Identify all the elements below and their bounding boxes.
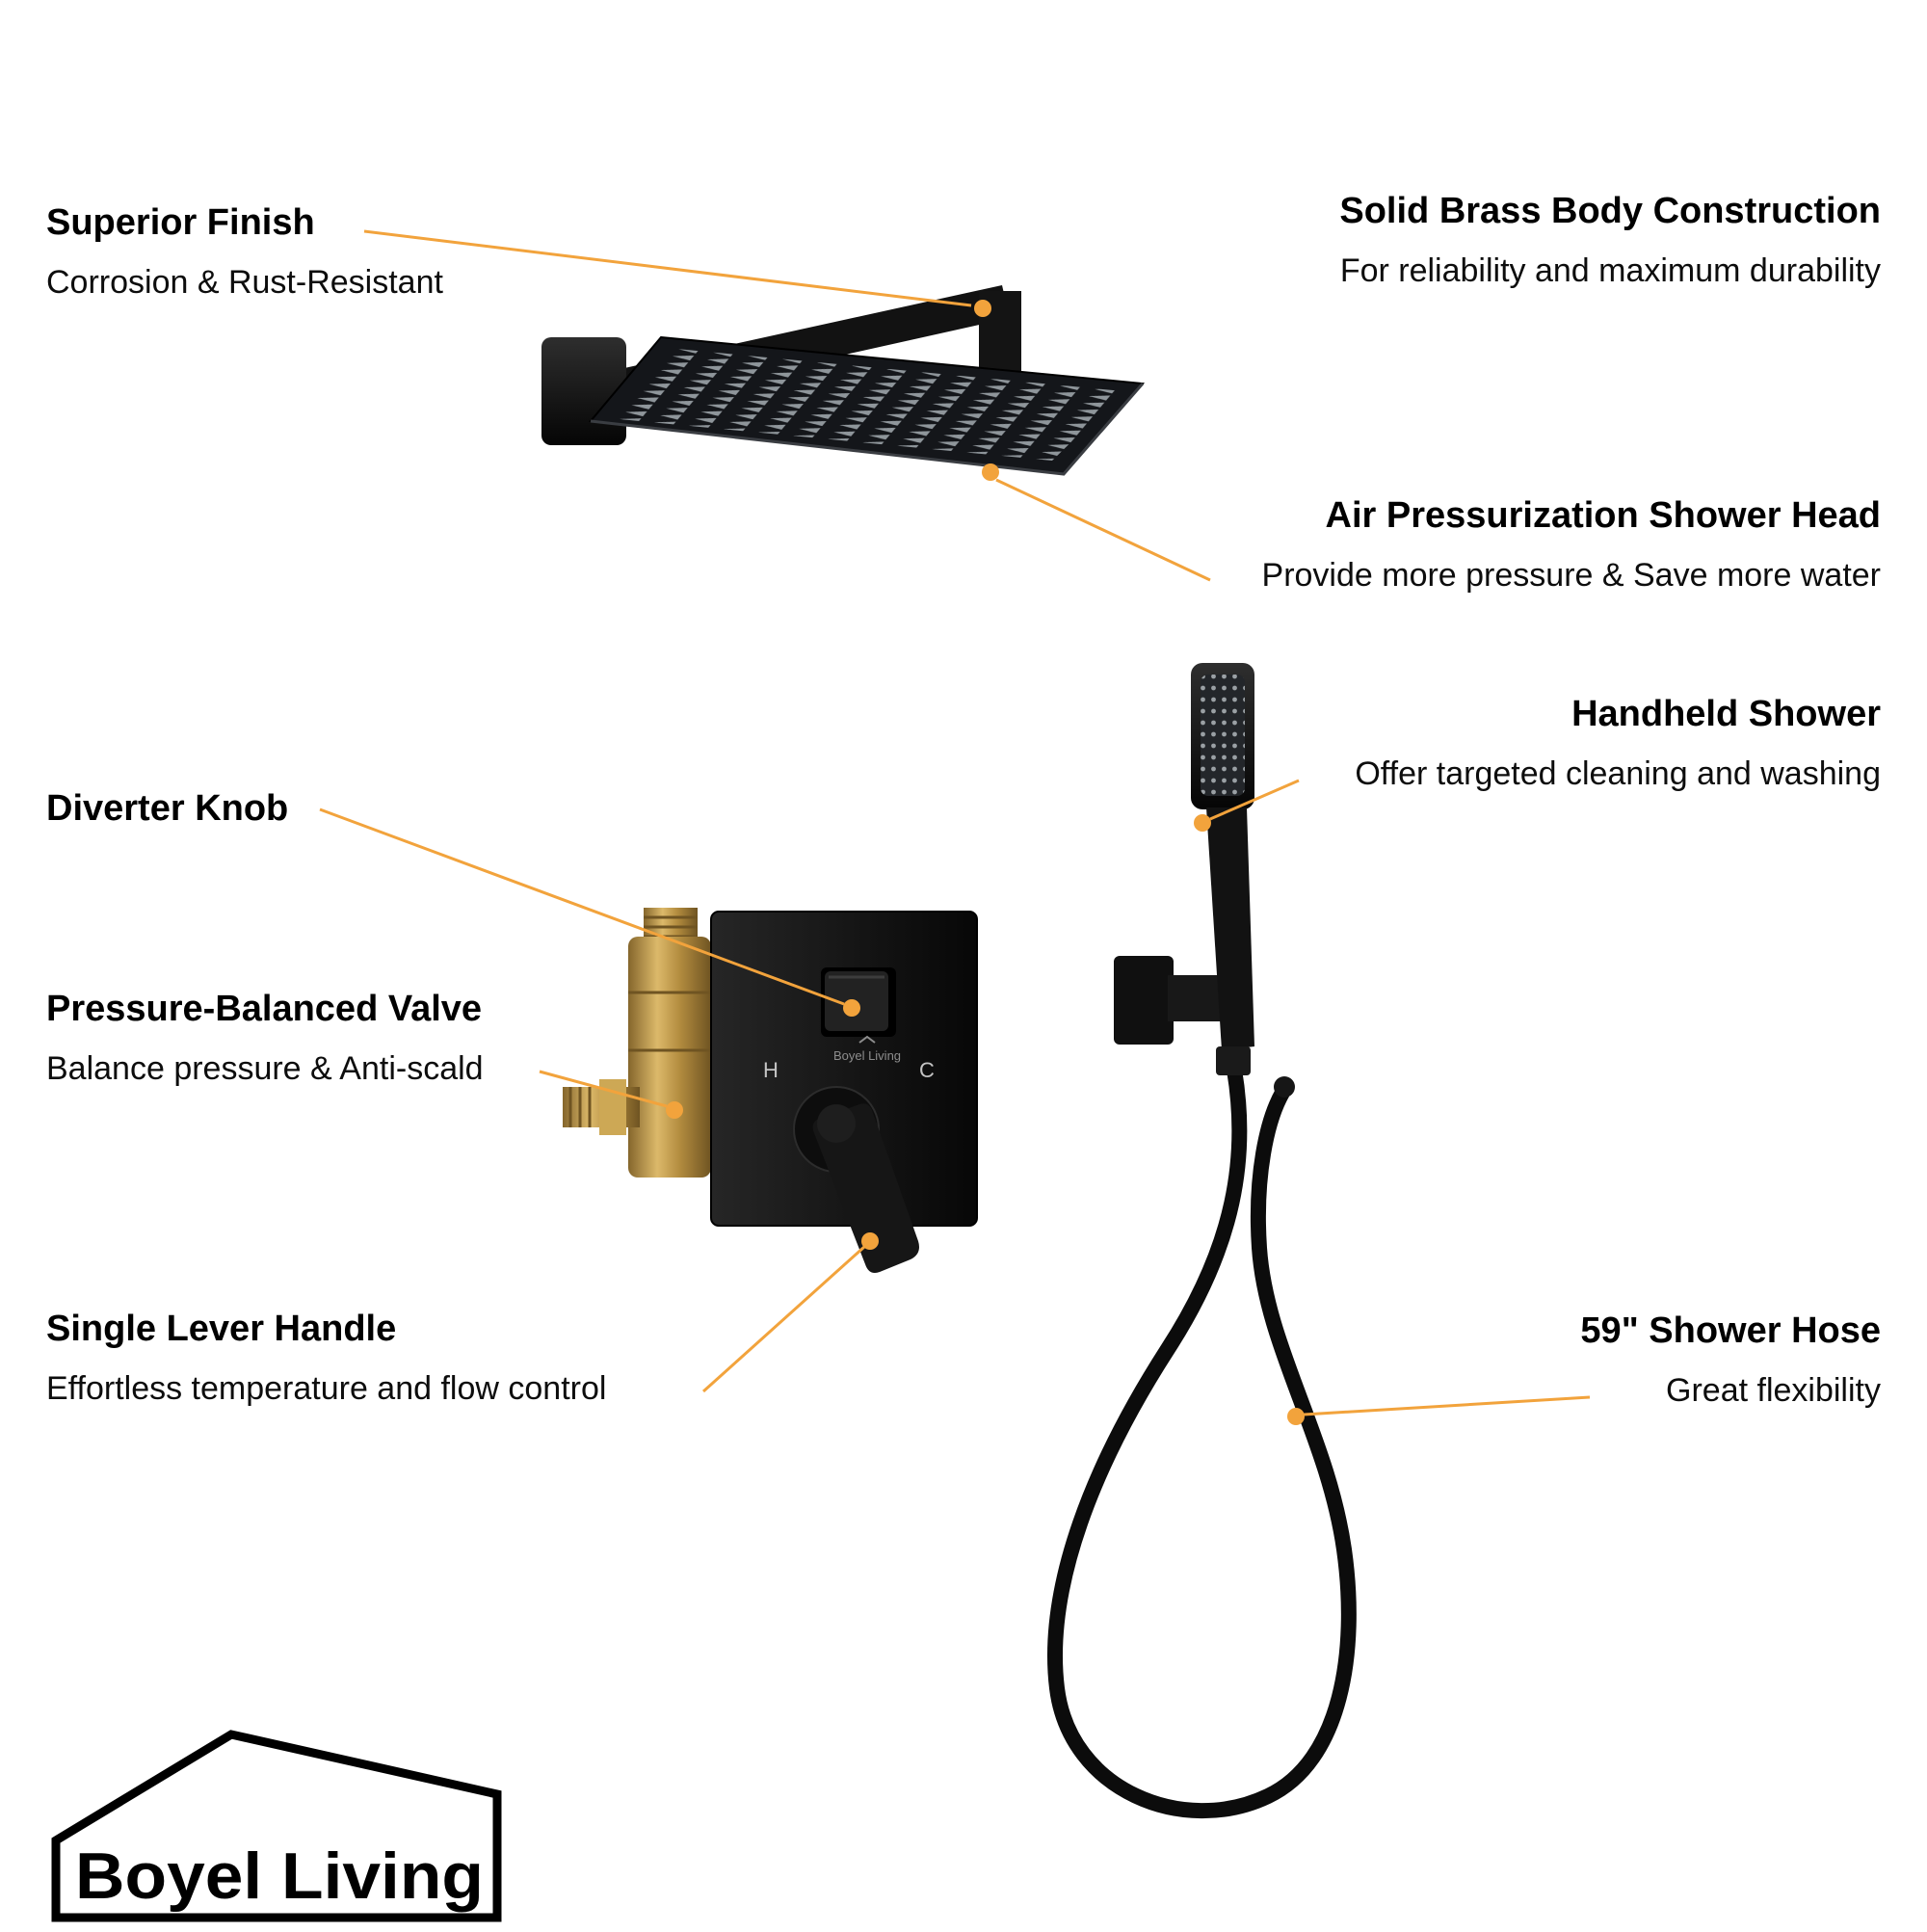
hot-marker: H <box>763 1058 779 1082</box>
callout-line-superior-finish <box>363 229 972 307</box>
callout-line-handheld <box>1209 779 1300 821</box>
callout-diverter-knob: Diverter Knob <box>46 786 288 831</box>
callout-subtitle: Corrosion & Rust-Resistant <box>46 264 443 301</box>
shower-head-nozzles <box>609 349 1123 461</box>
callout-lines <box>319 229 1591 1416</box>
callout-handheld-shower: Handheld Shower Offer targeted cleaning … <box>1355 692 1881 794</box>
callout-title: Handheld Shower <box>1571 694 1881 734</box>
handheld-holder <box>1114 956 1174 1045</box>
plate-logo-house-icon <box>858 1035 876 1044</box>
callout-single-lever: Single Lever Handle Effortless temperatu… <box>46 1307 606 1409</box>
callout-title: Diverter Knob <box>46 788 289 829</box>
callout-title: Superior Finish <box>46 202 315 243</box>
callout-subtitle: Great flexibility <box>1666 1372 1881 1409</box>
lever-handle <box>812 1103 919 1273</box>
shower-head-edge-highlight <box>590 383 1145 476</box>
brand-logo-text: Boyel Living <box>75 1839 484 1913</box>
callout-dot-diverter <box>843 999 860 1017</box>
callout-dot-single-lever <box>861 1232 879 1250</box>
rain-shower-assembly <box>541 285 1146 476</box>
callout-line-pressure-valve <box>539 1070 668 1108</box>
callout-title: 59" Shower Hose <box>1580 1310 1881 1351</box>
handheld-assembly <box>1047 663 1357 1819</box>
callout-solid-brass: Solid Brass Body Construction For reliab… <box>1339 189 1881 291</box>
hose-end-nut <box>1274 1076 1295 1098</box>
brand-house-outline-icon <box>51 1730 502 1922</box>
callout-subtitle: Offer targeted cleaning and washing <box>1355 755 1881 792</box>
callout-dot-air-pressurization <box>982 463 999 481</box>
callout-subtitle: For reliability and maximum durability <box>1339 252 1881 289</box>
callout-subtitle: Effortless temperature and flow control <box>46 1370 607 1407</box>
callout-line-hose <box>1303 1395 1591 1416</box>
callout-title: Air Pressurization Shower Head <box>1325 495 1882 536</box>
callout-title: Pressure-Balanced Valve <box>46 989 483 1029</box>
callout-pressure-valve: Pressure-Balanced Valve Balance pressure… <box>46 987 484 1089</box>
shower-hose <box>1047 1062 1357 1819</box>
wand-hose-nut <box>1216 1046 1251 1075</box>
callout-subtitle: Balance pressure & Anti-scald <box>46 1050 484 1087</box>
callout-dot-hose <box>1287 1408 1305 1425</box>
handle-hub <box>817 1104 856 1143</box>
handheld-wand-spray-dots <box>1201 675 1245 796</box>
callout-dot-pressure-valve <box>666 1101 683 1119</box>
callout-title: Single Lever Handle <box>46 1309 397 1349</box>
callout-line-diverter <box>319 807 845 1006</box>
callout-dots <box>666 300 1305 1425</box>
valve-assembly: Boyel Living H C <box>563 908 978 1273</box>
plate-logo-text: Boyel Living <box>833 1048 901 1063</box>
brand-logo-graphic: Boyel Living <box>51 1730 502 1922</box>
callout-shower-hose: 59" Shower Hose Great flexibility <box>1580 1309 1881 1411</box>
callout-line-air-pressurization <box>995 478 1211 582</box>
handheld-wand-handle <box>1206 807 1254 1050</box>
callout-subtitle: Provide more pressure & Save more water <box>1261 557 1881 594</box>
brand-logo: Boyel Living <box>42 1725 543 1932</box>
callout-superior-finish: Superior Finish Corrosion & Rust-Resista… <box>46 200 443 303</box>
valve-brass-body <box>628 937 711 1178</box>
callout-line-single-lever <box>701 1245 866 1393</box>
callout-air-pressurization: Air Pressurization Shower Head Provide m… <box>1262 493 1881 595</box>
valve-trim-plate <box>710 911 978 1227</box>
wall-flange <box>541 337 626 445</box>
callout-title: Solid Brass Body Construction <box>1339 191 1881 231</box>
callout-dot-handheld <box>1194 814 1211 832</box>
cold-marker: C <box>919 1058 935 1082</box>
callout-dot-superior-finish <box>974 300 991 317</box>
